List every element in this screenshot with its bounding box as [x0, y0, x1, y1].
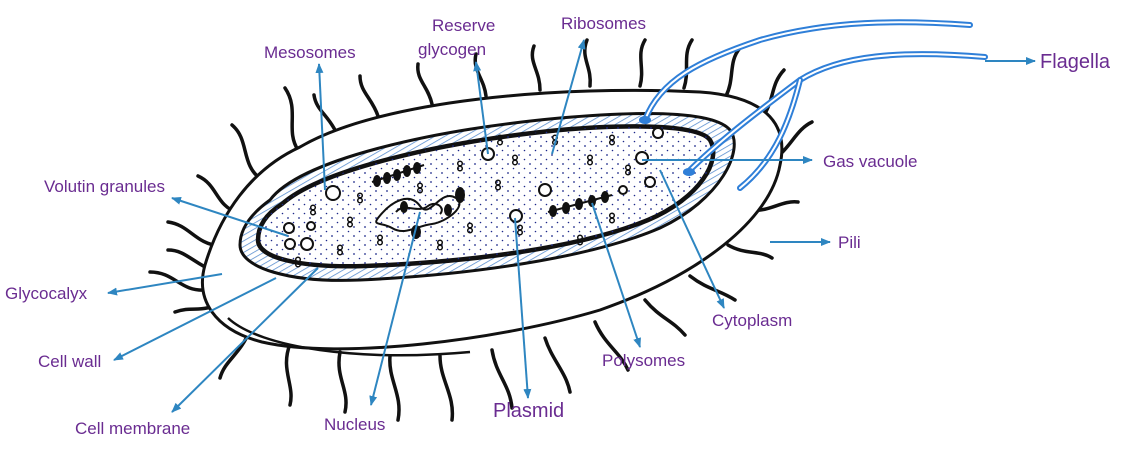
pilus — [530, 44, 542, 92]
ribosome — [436, 239, 444, 251]
arrow-reserve-glycogen — [473, 61, 489, 155]
pilus — [543, 336, 572, 394]
label-polysomes: Polysomes — [602, 351, 685, 370]
pilus — [416, 62, 434, 106]
arrow-polysomes — [591, 202, 641, 348]
label-ribosomes: Ribosomes — [561, 14, 646, 33]
pilus — [583, 38, 592, 88]
label-reserve-glycogen-line1: Reserve — [432, 16, 495, 35]
ribosome — [356, 192, 364, 204]
arrow-cell-membrane — [171, 267, 319, 413]
pilus — [688, 274, 737, 302]
pilus — [643, 298, 687, 337]
nucleoid — [375, 187, 465, 239]
pilus — [312, 93, 338, 134]
ribosome — [309, 204, 317, 216]
cytoplasm — [258, 126, 714, 267]
pilus — [438, 354, 455, 422]
label-cytoplasm: Cytoplasm — [712, 311, 792, 330]
pilus — [388, 354, 401, 422]
volutin-granule — [284, 238, 296, 250]
ribosome — [376, 234, 384, 246]
pilus — [358, 74, 380, 118]
ribosome — [608, 212, 616, 224]
label-mesosomes: Mesosomes — [264, 43, 356, 62]
leader-arrows — [107, 39, 1036, 413]
granules-and-vacuoles — [283, 127, 664, 251]
label-plasmid: Plasmid — [493, 400, 564, 422]
pilus — [283, 86, 300, 152]
arrow-mesosomes — [315, 63, 326, 191]
label-gas-vacuole: Gas vacuole — [823, 152, 918, 171]
ribosome — [294, 256, 302, 268]
label-reserve-glycogen-line2: glycogen — [418, 40, 486, 59]
pilus — [337, 350, 348, 414]
label-flagella: Flagella — [1040, 51, 1111, 73]
label-pili: Pili — [838, 233, 861, 252]
ribosome — [336, 244, 344, 256]
pilus — [490, 348, 514, 410]
polysomes — [371, 162, 613, 217]
volutin-granule — [283, 222, 295, 234]
ribosome — [624, 164, 632, 176]
arrow-ribosomes — [551, 39, 586, 155]
ribosome — [466, 222, 474, 234]
pilus — [638, 38, 647, 88]
label-nucleus: Nucleus — [324, 415, 385, 434]
label-cell-wall: Cell wall — [38, 352, 101, 371]
ribosome — [516, 224, 524, 236]
pilus — [284, 342, 293, 407]
arrow-plasmid — [514, 217, 532, 399]
ribosome — [494, 179, 502, 191]
ribosome — [576, 234, 584, 246]
volutin-granule — [300, 237, 314, 251]
arrow-nucleus — [369, 211, 421, 406]
label-cell-membrane: Cell membrane — [75, 419, 190, 438]
pilus — [230, 123, 264, 182]
arrow-volutin-granules — [171, 197, 289, 237]
ribosomes — [294, 134, 632, 268]
arrow-glycocalyx — [107, 273, 223, 296]
ribosome — [608, 134, 616, 146]
mesosome — [325, 185, 341, 201]
ribosome — [511, 154, 519, 166]
arrow-cell-wall — [113, 277, 277, 361]
gas-vacuole — [635, 151, 649, 165]
ribosome — [456, 160, 464, 172]
pilus — [473, 52, 488, 98]
ribosome — [346, 216, 354, 228]
label-volutin-granules: Volutin granules — [44, 177, 165, 196]
ribosome — [586, 154, 594, 166]
flagellum — [639, 19, 988, 191]
pilus — [593, 320, 630, 372]
labels: Mesosomes Reserve glycogen Ribosomes Fla… — [5, 14, 1111, 438]
ribosome — [416, 182, 424, 194]
pilus — [724, 46, 742, 98]
arrow-cytoplasm — [659, 169, 725, 309]
label-glycocalyx: Glycocalyx — [5, 284, 88, 303]
pilus — [726, 243, 774, 260]
ribosome — [496, 134, 504, 146]
cell-membrane — [255, 124, 716, 269]
pilus — [682, 38, 694, 90]
